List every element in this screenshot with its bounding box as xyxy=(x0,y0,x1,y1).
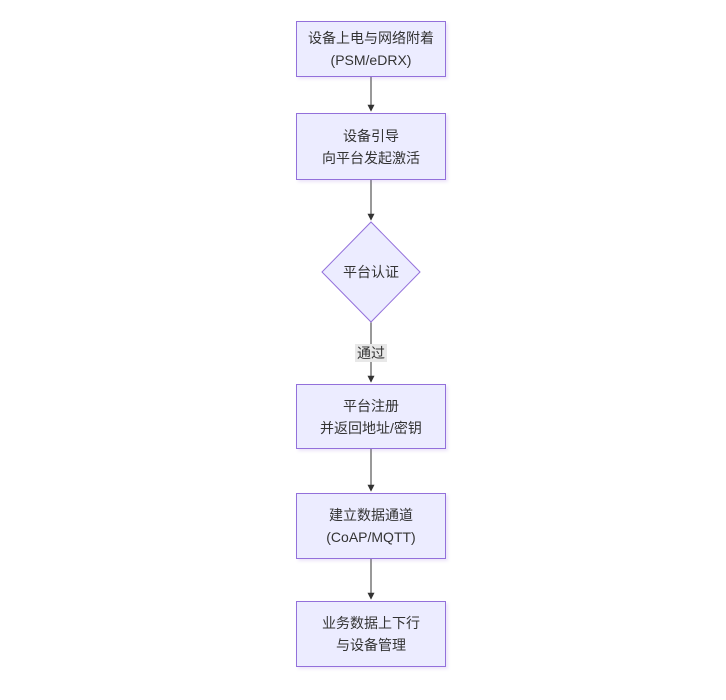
node-text-line: 与设备管理 xyxy=(336,637,406,653)
edge-label-pass: 通过 xyxy=(355,344,387,362)
flow-node-business-data: 业务数据上下行 与设备管理 xyxy=(296,601,446,667)
node-text-line: 业务数据上下行 xyxy=(322,615,420,631)
flow-node-platform-register: 平台注册 并返回地址/密钥 xyxy=(296,384,446,449)
node-text-line: 设备引导 xyxy=(343,127,399,144)
node-text-line: 向平台发起激活 xyxy=(322,149,420,166)
flow-node-device-bootstrap: 设备引导 向平台发起激活 xyxy=(296,113,446,180)
flow-node-power-network-attach: 设备上电与网络附着 (PSM/eDRX) xyxy=(296,21,446,77)
node-text-line: 并返回地址/密钥 xyxy=(320,419,422,436)
flow-node-data-channel: 建立数据通道 (CoAP/MQTT) xyxy=(296,493,446,559)
node-text-line: 设备上电与网络附着 xyxy=(308,30,434,46)
flow-node-platform-auth-label: 平台认证 xyxy=(343,264,399,280)
node-text-line: 建立数据通道 xyxy=(329,507,413,523)
node-text-line: (PSM/eDRX) xyxy=(330,52,412,68)
node-text-line: (CoAP/MQTT) xyxy=(326,529,416,545)
node-text-line: 平台注册 xyxy=(343,397,399,414)
